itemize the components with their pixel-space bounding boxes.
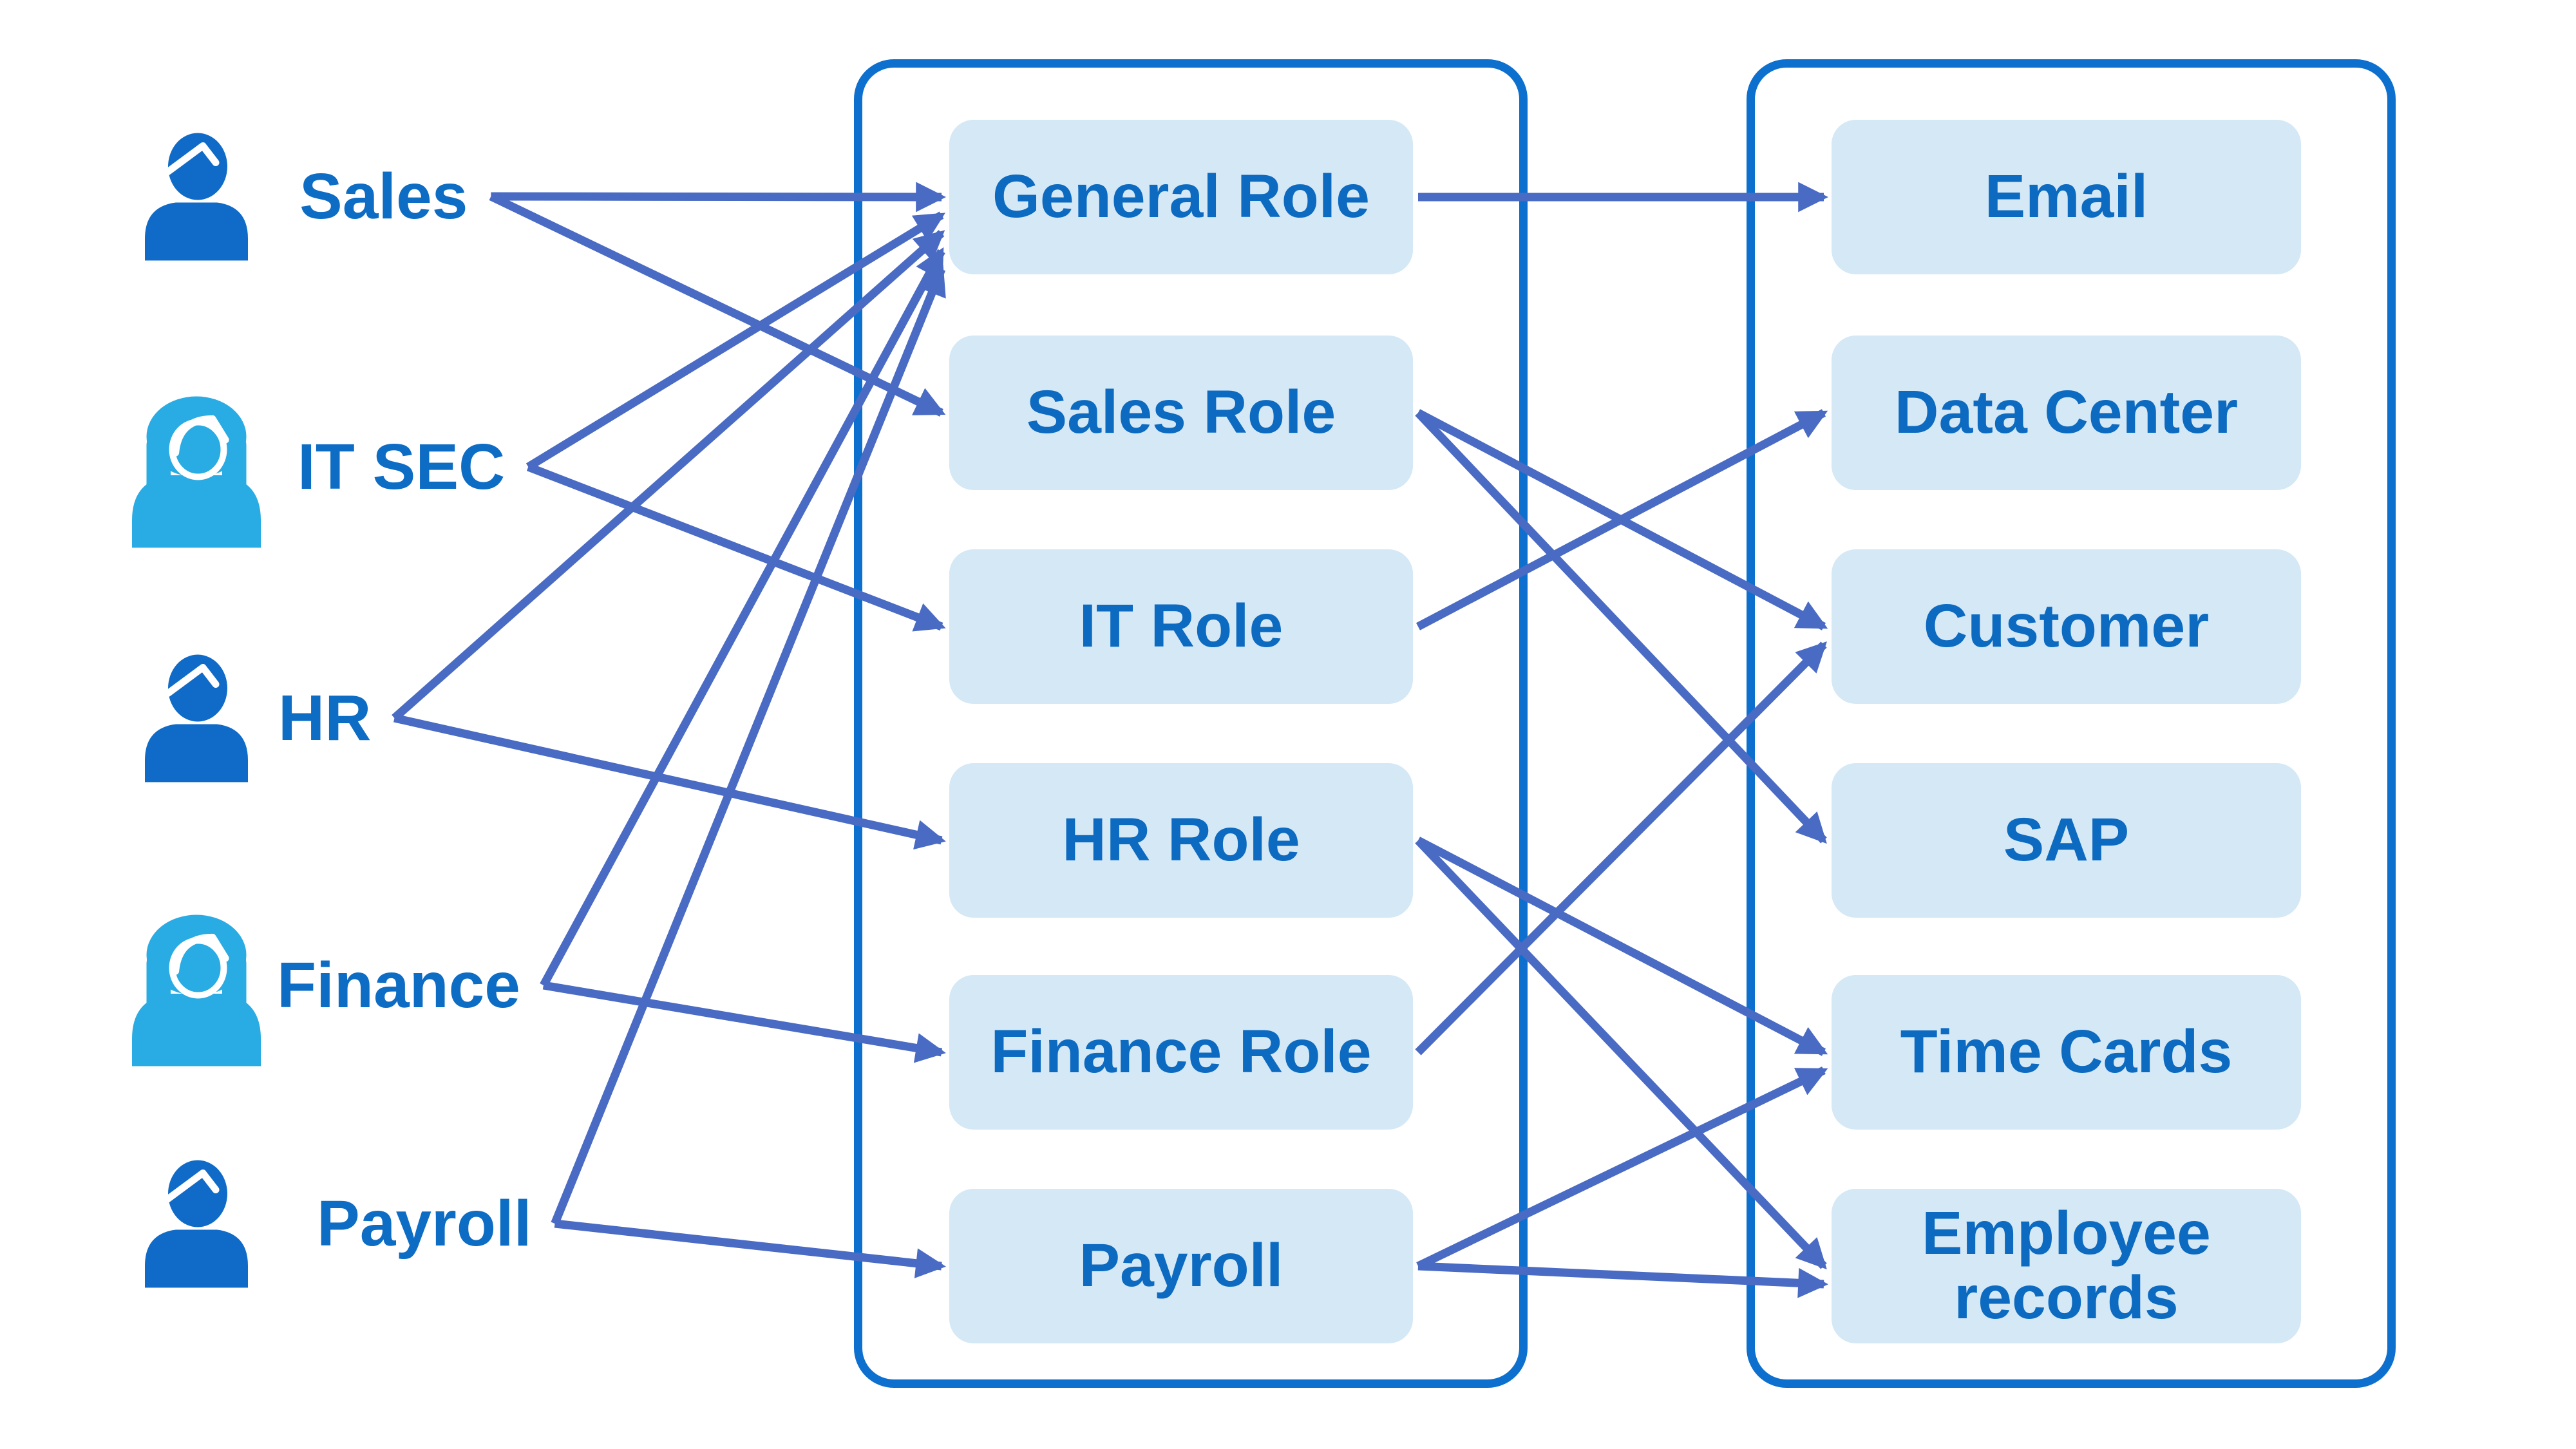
- role-box-it: IT Role: [949, 549, 1413, 704]
- resource-box-employee-records: Employee records: [1832, 1189, 2301, 1343]
- user-label-finance: Finance: [277, 949, 520, 1021]
- resource-box-customer: Customer: [1832, 549, 2301, 704]
- role-box-sales: Sales Role: [949, 336, 1413, 490]
- person-female-icon: [116, 375, 277, 559]
- resource-box-sap: SAP: [1832, 763, 2301, 918]
- user-label-payroll: Payroll: [317, 1188, 532, 1260]
- role-box-general: General Role: [949, 120, 1413, 274]
- person-male-icon: [132, 1135, 261, 1312]
- role-box-hr: HR Role: [949, 763, 1413, 918]
- role-box-finance: Finance Role: [949, 975, 1413, 1130]
- person-male-icon: [132, 629, 261, 806]
- user-label-itsec: IT SEC: [298, 431, 506, 503]
- resource-box-data-center: Data Center: [1832, 336, 2301, 490]
- user-label-hr: HR: [278, 682, 372, 754]
- resource-box-time-cards: Time Cards: [1832, 975, 2301, 1130]
- person-male-icon: [132, 108, 261, 285]
- person-female-icon: [116, 894, 277, 1077]
- resource-box-email: Email: [1832, 120, 2301, 274]
- role-box-payroll: Payroll: [949, 1189, 1413, 1343]
- user-label-sales: Sales: [299, 160, 468, 232]
